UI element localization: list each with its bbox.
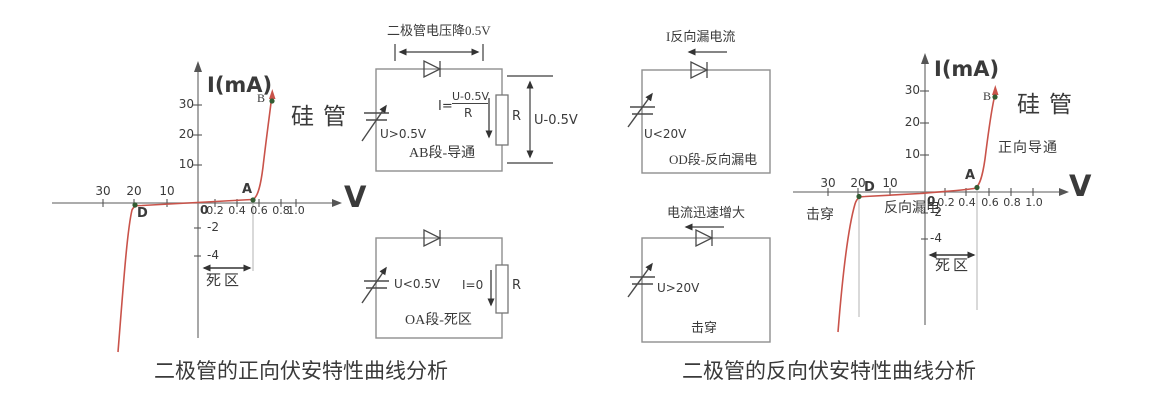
- variable-source-symbol: [627, 262, 655, 298]
- left-y-tick-neg4: -4: [207, 248, 219, 262]
- right-graph-guide-lines: [858, 189, 978, 317]
- resistor-symbol: [495, 94, 509, 146]
- left-graph-x-axis-label: V: [344, 180, 367, 214]
- right-curve-points: [856, 94, 998, 200]
- right-panel-caption: 二极管的反向伏安特性曲线分析: [682, 359, 976, 383]
- right-x-tick-n20: 20: [850, 176, 866, 190]
- source-voltage-label: U>20V: [657, 281, 700, 295]
- left-x-tick-02: 0.2: [206, 204, 224, 217]
- right-x-tick-08: 0.8: [1003, 196, 1021, 209]
- current-surge-label: 电流迅速增大: [667, 205, 746, 220]
- variable-source-symbol: [361, 266, 389, 304]
- conducting-segment-caption: AB段-导通: [409, 146, 476, 161]
- left-y-tick-10: 10: [178, 157, 194, 171]
- breakdown-segment-caption: 击穿: [691, 320, 718, 335]
- left-x-tick-0: 0: [200, 203, 209, 217]
- right-y-tick-30: 30: [904, 83, 920, 97]
- variable-source-symbol: [361, 104, 389, 142]
- current-formula-numerator: U-0.5V: [452, 90, 490, 103]
- left-x-tick-06: 0.6: [250, 204, 268, 217]
- voltage-across-r-label: U-0.5V: [534, 113, 578, 128]
- left-x-tick-n20: 20: [126, 184, 142, 198]
- left-y-tick-neg2: -2: [207, 220, 219, 234]
- left-point-b-label: B: [257, 91, 266, 105]
- left-x-tick-n30: 30: [95, 184, 111, 198]
- circuit-breakdown-box: [641, 237, 771, 343]
- right-y-tick-20: 20: [904, 115, 920, 129]
- left-graph-axis-arrowheads: [194, 61, 342, 207]
- right-x-tick-02: 0.2: [937, 196, 955, 209]
- left-graph-y-axis-label: I(mA): [207, 73, 273, 97]
- left-x-tick-04: 0.4: [228, 204, 246, 217]
- source-voltage-label: U<20V: [644, 127, 687, 141]
- variable-source-symbol: [627, 92, 655, 128]
- left-graph-tick-marks: [102, 104, 297, 257]
- left-y-tick-20: 20: [178, 127, 194, 141]
- right-x-tick-n10: 10: [882, 176, 898, 190]
- right-y-tick-neg2: -2: [930, 205, 942, 219]
- left-y-tick-30: 30: [178, 97, 194, 111]
- right-x-tick-06: 0.6: [981, 196, 999, 209]
- resistor-label: R: [512, 109, 522, 124]
- right-graph-axis-arrowheads: [921, 53, 1069, 196]
- fraction-bar: [452, 103, 488, 104]
- left-x-tick-10: 1.0: [287, 204, 305, 217]
- right-graph-y-axis-label: I(mA): [934, 57, 1000, 81]
- current-formula-lhs: I=: [438, 99, 453, 114]
- resistor-label: R: [512, 278, 522, 293]
- right-graph-x-axis-label: V: [1069, 169, 1092, 203]
- deadzone-segment-caption: OA段-死区: [405, 313, 472, 328]
- left-iv-curve: [117, 89, 276, 353]
- source-voltage-label: U>0.5V: [380, 127, 427, 141]
- source-voltage-label: U<0.5V: [394, 277, 441, 291]
- reverse-leak-label: 反向漏电: [884, 201, 940, 216]
- right-point-b-label: B: [983, 89, 992, 103]
- left-panel-caption: 二极管的正向伏安特性曲线分析: [154, 359, 448, 383]
- right-point-d-label: D: [864, 180, 875, 195]
- right-device-type-label: 硅管: [1017, 92, 1081, 117]
- diode-symbol: [423, 59, 442, 79]
- right-point-a-label: A: [965, 168, 976, 183]
- diode-symbol: [423, 228, 442, 248]
- right-x-tick-0: 0: [927, 194, 936, 208]
- left-device-type-label: 硅管: [291, 104, 355, 129]
- right-y-tick-10: 10: [904, 147, 920, 161]
- current-formula-denominator: R: [464, 106, 473, 120]
- left-x-tick-08: 0.8: [272, 204, 290, 217]
- diode-symbol: [695, 228, 714, 248]
- diode-voltage-drop-label: 二极管电压降0.5V: [387, 23, 491, 38]
- reverse-leak-current-label: I反向漏电流: [666, 29, 736, 44]
- right-deadzone-label: 死区: [935, 258, 972, 274]
- breakdown-label: 击穿: [806, 208, 834, 223]
- leak-segment-caption: OD段-反向漏电: [669, 152, 758, 167]
- left-x-tick-n10: 10: [159, 184, 175, 198]
- forward-conduction-label: 正向导通: [998, 141, 1058, 156]
- right-x-tick-n30: 30: [820, 176, 836, 190]
- right-y-tick-neg4: -4: [930, 231, 942, 245]
- left-curve-points: [132, 98, 275, 208]
- left-deadzone-label: 死区: [206, 273, 243, 289]
- voltage-across-r-measure: [507, 75, 553, 164]
- resistor-symbol: [495, 264, 509, 314]
- right-iv-curve: [837, 85, 999, 333]
- left-point-d-label: D: [137, 206, 148, 221]
- zero-current-label: I=0: [462, 278, 484, 292]
- right-x-tick-04: 0.4: [958, 196, 976, 209]
- right-x-tick-10: 1.0: [1025, 196, 1043, 209]
- diode-symbol: [690, 60, 709, 80]
- voltage-drop-measure-arrow: [394, 44, 484, 61]
- left-point-a-label: A: [242, 182, 253, 197]
